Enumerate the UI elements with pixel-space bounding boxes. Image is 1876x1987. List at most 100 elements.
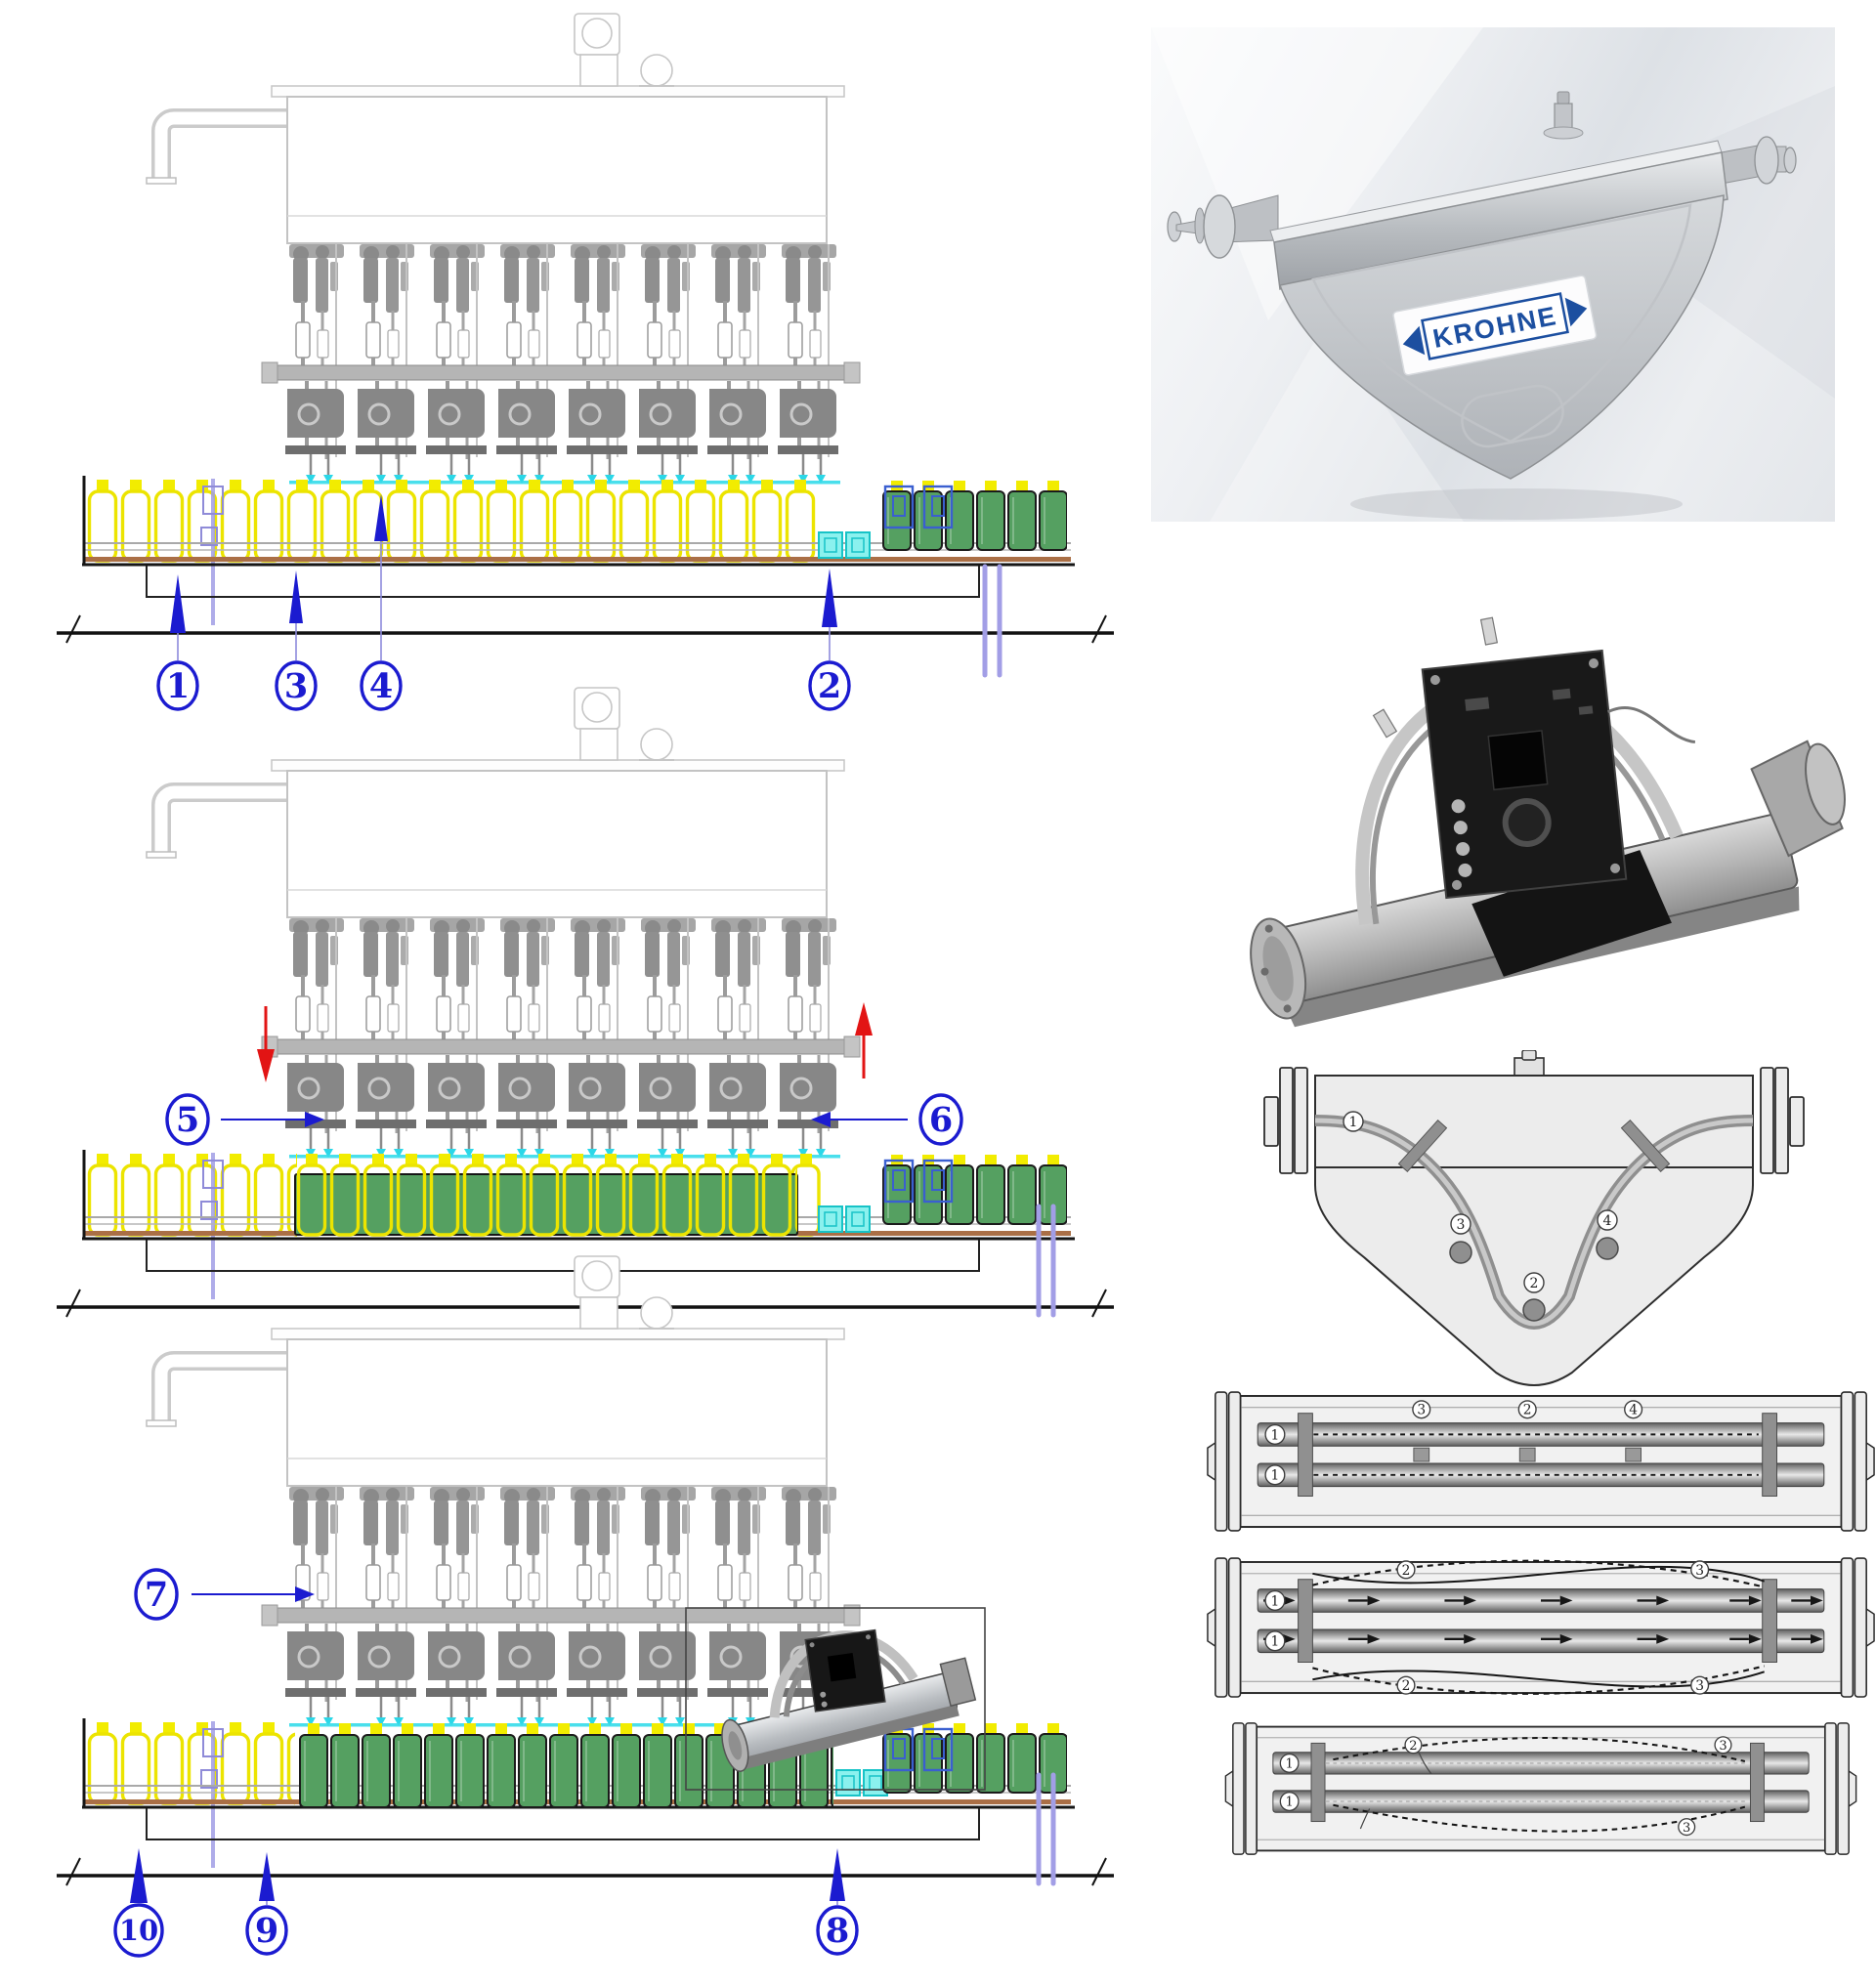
left-process-connection xyxy=(1167,194,1279,259)
label-2: 2 xyxy=(1523,1272,1545,1293)
sensor-dot-4 xyxy=(1596,1237,1619,1260)
label-leader xyxy=(1359,1808,1371,1830)
twin-tubes xyxy=(1208,1558,1874,1697)
label-1: 1 xyxy=(1343,1111,1364,1132)
callout-10: 10 xyxy=(113,1903,164,1958)
svg-text:2: 2 xyxy=(1530,1276,1539,1291)
stage2-red-down-arrow xyxy=(257,1006,275,1082)
svg-text:1: 1 xyxy=(166,666,190,706)
mode-curve-top xyxy=(1333,1737,1746,1763)
svg-text:4: 4 xyxy=(369,666,393,706)
product-photo-krohne-flowmeter: KROHNE xyxy=(1151,27,1835,522)
svg-text:3: 3 xyxy=(1695,1563,1704,1579)
svg-text:7: 7 xyxy=(145,1575,168,1615)
stage1-arrow-1 xyxy=(170,574,186,660)
electronics-pcb xyxy=(1421,649,1628,900)
lower-groove xyxy=(1461,384,1564,448)
stage2-cyan-sensor-boxes xyxy=(818,1205,871,1233)
background-facet xyxy=(1210,320,1464,522)
shadow xyxy=(1350,488,1683,520)
label-mode-3-top: 3 xyxy=(1690,1560,1710,1580)
coriolis-flowmeter-body: KROHNE xyxy=(1167,91,1797,520)
s ensor-block-3 xyxy=(1413,1447,1430,1462)
svg-text:10: 10 xyxy=(119,1914,158,1947)
filling-line-drawings: 1 3 4 2 5 6 xyxy=(55,0,1116,1958)
label-tube-1b: 1 xyxy=(1264,1630,1286,1652)
left-flange-bore xyxy=(1262,936,1294,1001)
svg-text:1: 1 xyxy=(1271,1593,1280,1609)
label-sensor-3: 3 xyxy=(1412,1400,1431,1419)
svg-text:2: 2 xyxy=(1402,1563,1411,1579)
tube-schematic-straight-drawing: 1 1 3 2 4 xyxy=(1204,1389,1876,1534)
label-mode-3-bottom: 3 xyxy=(1678,1818,1696,1837)
tube-schematic-mode: 1 1 2 3 3 xyxy=(1204,1721,1876,1856)
top-fitting xyxy=(1543,91,1584,140)
stage1-arrow-4 xyxy=(374,494,388,660)
label-tube-1b: 1 xyxy=(1264,1464,1286,1486)
dark-base-plate xyxy=(1471,850,1672,977)
right-flange xyxy=(1805,742,1846,825)
label-driver-2: 2 xyxy=(1517,1400,1537,1419)
stage1-filled-containers-group xyxy=(881,480,1067,552)
tube-clamp-right xyxy=(1620,1119,1671,1173)
right-end-block xyxy=(1750,740,1844,858)
sensor-dot-2 xyxy=(1522,1298,1546,1322)
stage3-flowmeter-inset-box xyxy=(685,1607,986,1791)
tube-schematic-flow: 1 1 2 3 2 3 xyxy=(1204,1555,1876,1702)
stage3-flowmeter-inset xyxy=(721,1628,977,1772)
drawing-stage2 xyxy=(55,688,1116,1319)
label-mode-3-bottom: 3 xyxy=(1690,1675,1710,1695)
svg-text:5: 5 xyxy=(176,1100,199,1140)
callout-4: 4 xyxy=(360,660,403,711)
coil-component xyxy=(1502,798,1552,848)
product-photo-drawing: KROHNE xyxy=(1151,27,1835,522)
callout-2: 2 xyxy=(808,660,851,711)
schematic-sensor-positions: 1 3 4 2 xyxy=(1258,1050,1811,1392)
svg-text:3: 3 xyxy=(1719,1739,1727,1754)
svg-text:6: 6 xyxy=(929,1100,953,1140)
label-4: 4 xyxy=(1597,1209,1618,1231)
stage2-arrow-6 xyxy=(811,1112,908,1127)
svg-text:1: 1 xyxy=(1285,1796,1293,1810)
svg-text:3: 3 xyxy=(1683,1821,1690,1836)
stage1-arrow-3 xyxy=(289,571,303,660)
logo-right-arrow-icon xyxy=(1564,297,1588,327)
label-3: 3 xyxy=(1450,1213,1471,1235)
brand-label: KROHNE xyxy=(1392,275,1598,376)
internal-structure-photo xyxy=(1202,547,1876,1036)
stage1-arrow-2 xyxy=(822,569,837,660)
flowmeter-internals xyxy=(1250,616,1846,1028)
stage1-cyan-sensor-boxes xyxy=(818,531,871,559)
background-facet xyxy=(1151,27,1483,320)
callout-1: 1 xyxy=(156,660,199,711)
sensor-dot-3 xyxy=(1449,1241,1472,1264)
label-tube-1a: 1 xyxy=(1264,1589,1286,1611)
stage2-red-up-arrow xyxy=(855,1002,873,1078)
shield-groove xyxy=(1311,203,1692,444)
stage2-arrow-5 xyxy=(221,1112,324,1127)
callout-7: 7 xyxy=(134,1568,179,1621)
driver-block-2 xyxy=(1518,1447,1536,1462)
stage2-machine xyxy=(147,688,860,1159)
svg-text:2: 2 xyxy=(1409,1739,1417,1754)
svg-text:2: 2 xyxy=(1402,1678,1411,1694)
label-sensor-4: 4 xyxy=(1624,1400,1643,1419)
main-chip xyxy=(1487,730,1549,791)
label-leader xyxy=(1418,1752,1432,1775)
stage3-empty-bottles-left xyxy=(86,1721,295,1807)
svg-text:1: 1 xyxy=(1349,1115,1358,1130)
wire xyxy=(1607,705,1696,744)
label-mode-2-top: 2 xyxy=(1396,1560,1416,1580)
logo-left-arrow-icon xyxy=(1402,325,1426,356)
label-tube-1b: 1 xyxy=(1279,1792,1300,1812)
svg-text:1: 1 xyxy=(1285,1757,1293,1772)
stage2-bottles-being-filled xyxy=(295,1153,797,1239)
label-tube-1a: 1 xyxy=(1264,1423,1286,1445)
mode-curve-bottom xyxy=(1333,1803,1746,1833)
mode-curve-bottom-solid xyxy=(1312,1670,1765,1688)
mode-curve-top-solid xyxy=(1312,1565,1765,1585)
twin-tubes xyxy=(1208,1392,1874,1531)
callout-5: 5 xyxy=(165,1093,210,1146)
svg-text:9: 9 xyxy=(255,1911,278,1951)
